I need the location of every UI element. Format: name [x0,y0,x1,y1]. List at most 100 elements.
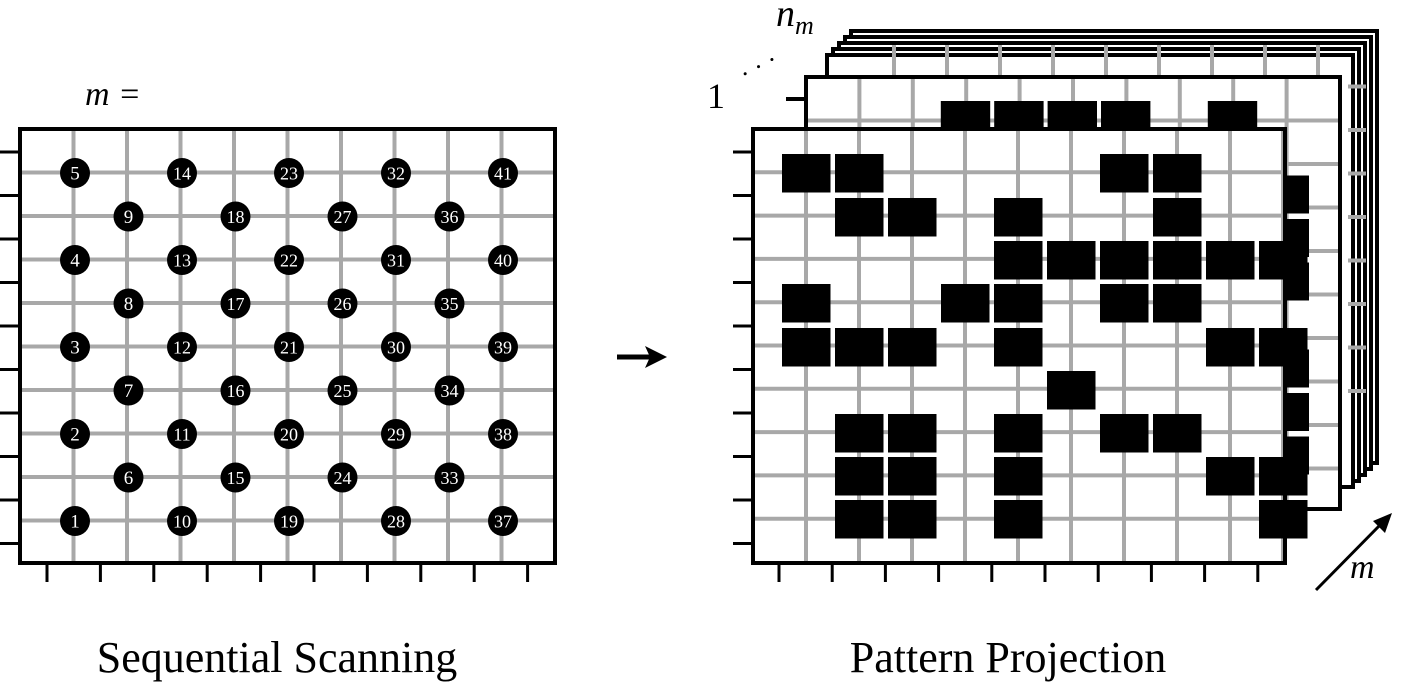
scan-marker-number: 41 [494,164,512,184]
scan-marker-dot [220,462,251,493]
scan-marker-dot [488,158,518,188]
scan-marker-dot [327,375,358,406]
pattern-front-filled-cell [1100,284,1149,323]
scan-marker-number: 27 [334,207,352,227]
pattern-front-filled-cell [1259,500,1308,539]
pattern-grid-ticks [733,150,1260,582]
scan-marker-number: 39 [494,338,512,358]
pattern-front-filled-cell [994,284,1043,323]
pattern-front-filled-cell [994,328,1043,367]
pattern-second-edge-cell [1287,175,1309,214]
scan-marker-number: 38 [494,425,512,445]
scan-marker-dot [60,506,90,536]
scan-marker-dot [274,332,304,362]
scan-marker-number: 21 [280,338,298,358]
scan-marker-number: 9 [124,207,134,228]
pattern-front-filled-cell [1153,241,1202,280]
pattern-projection-caption: Pattern Projection [850,633,1167,682]
pattern-front-filled-cell [994,500,1043,539]
scan-marker-number: 6 [124,468,134,489]
pattern-front-filled-cell [782,154,831,193]
scan-marker-dot [113,375,144,406]
scan-marker-number: 7 [124,381,134,402]
scan-marker-dot [274,158,304,188]
scan-marker-number: 17 [227,294,245,314]
scan-marker-number: 31 [387,251,405,271]
scan-marker-dot [113,462,144,493]
scan-marker-dot [274,506,304,536]
scan-marker-dot [434,288,465,319]
pattern-front-filled-cell [1206,457,1255,496]
scan-marker-number: 4 [70,251,80,272]
pattern-front-filled-cell [1259,241,1308,280]
scan-marker-dot [434,462,465,493]
scan-marker-number: 5 [70,164,80,185]
scan-marker-number: 12 [173,338,191,358]
scan-marker-dot [488,332,518,362]
pattern-front-filled-cell [994,198,1043,237]
scan-marker-number: 35 [441,294,459,314]
scan-marker-number: 19 [280,512,298,532]
m-equals-label: m = [85,76,141,113]
scan-marker-number: 11 [173,425,190,445]
scan-marker-dot [488,419,518,449]
scan-marker-dot [113,288,144,319]
pattern-second-edge-cell [1287,393,1309,431]
scan-marker-number: 29 [387,425,405,445]
scan-marker-dot [327,462,358,493]
scan-marker-number: 33 [441,468,459,488]
pattern-front-filled-cell [941,284,990,323]
scan-marker-dot [167,419,197,449]
pattern-front-filled-cell [1206,328,1255,367]
scan-marker-dot [60,245,90,275]
pattern-front-filled-cell [994,457,1043,496]
scan-marker-dot [220,375,251,406]
scan-grid-frame [18,127,557,565]
scan-marker-number: 14 [173,164,191,184]
scan-marker-number: 30 [387,338,405,358]
scan-marker-dot [167,158,197,188]
scan-marker-dot [220,288,251,319]
pattern-front-filled-cell [888,328,937,367]
pattern-front-filled-cell [1100,241,1149,280]
stack-count-label: nm [776,0,814,40]
scan-marker-number: 16 [227,381,245,401]
scan-marker-dot [434,375,465,406]
scan-marker-number: 40 [494,251,512,271]
scan-marker-dot [167,332,197,362]
scan-marker-dot [327,288,358,319]
scan-marker-dot [381,158,411,188]
pattern-front-filled-cell [782,328,831,367]
transition-arrow [617,346,667,368]
pattern-front-filled-cell [888,457,937,496]
scan-marker-number: 1 [70,512,80,533]
pattern-front-filled-cell [1153,154,1202,193]
pattern-front-filled-cell [782,284,831,323]
pattern-front-filled-cell [1153,414,1202,453]
scan-marker-number: 26 [334,294,352,314]
scan-grid-ticks [0,150,530,582]
scan-marker-dot [274,419,304,449]
sequential-scanning-caption: Sequential Scanning [97,633,458,682]
pattern-front-filled-cell [994,414,1043,453]
scan-marker-number: 25 [334,381,352,401]
pattern-front-filled-cell [1047,371,1096,410]
scan-marker-dot [381,506,411,536]
scan-marker-dot [381,332,411,362]
scan-marker-number: 37 [494,512,512,532]
pattern-front-filled-cell [835,457,884,496]
pattern-front-filled-cell [1100,414,1149,453]
scan-marker-dot [488,506,518,536]
pattern-front-filled-cell [1047,241,1096,280]
pattern-front-filled-cell [888,414,937,453]
scan-marker-dot [220,201,251,232]
scan-marker-dot [60,158,90,188]
scan-marker-number: 18 [227,207,245,227]
scan-marker-dot [327,201,358,232]
pattern-front-filled-cell [1153,284,1202,323]
pattern-front-filled-cell [835,154,884,193]
pattern-front-filled-cell [1153,198,1202,237]
scan-marker-number: 34 [441,381,459,401]
